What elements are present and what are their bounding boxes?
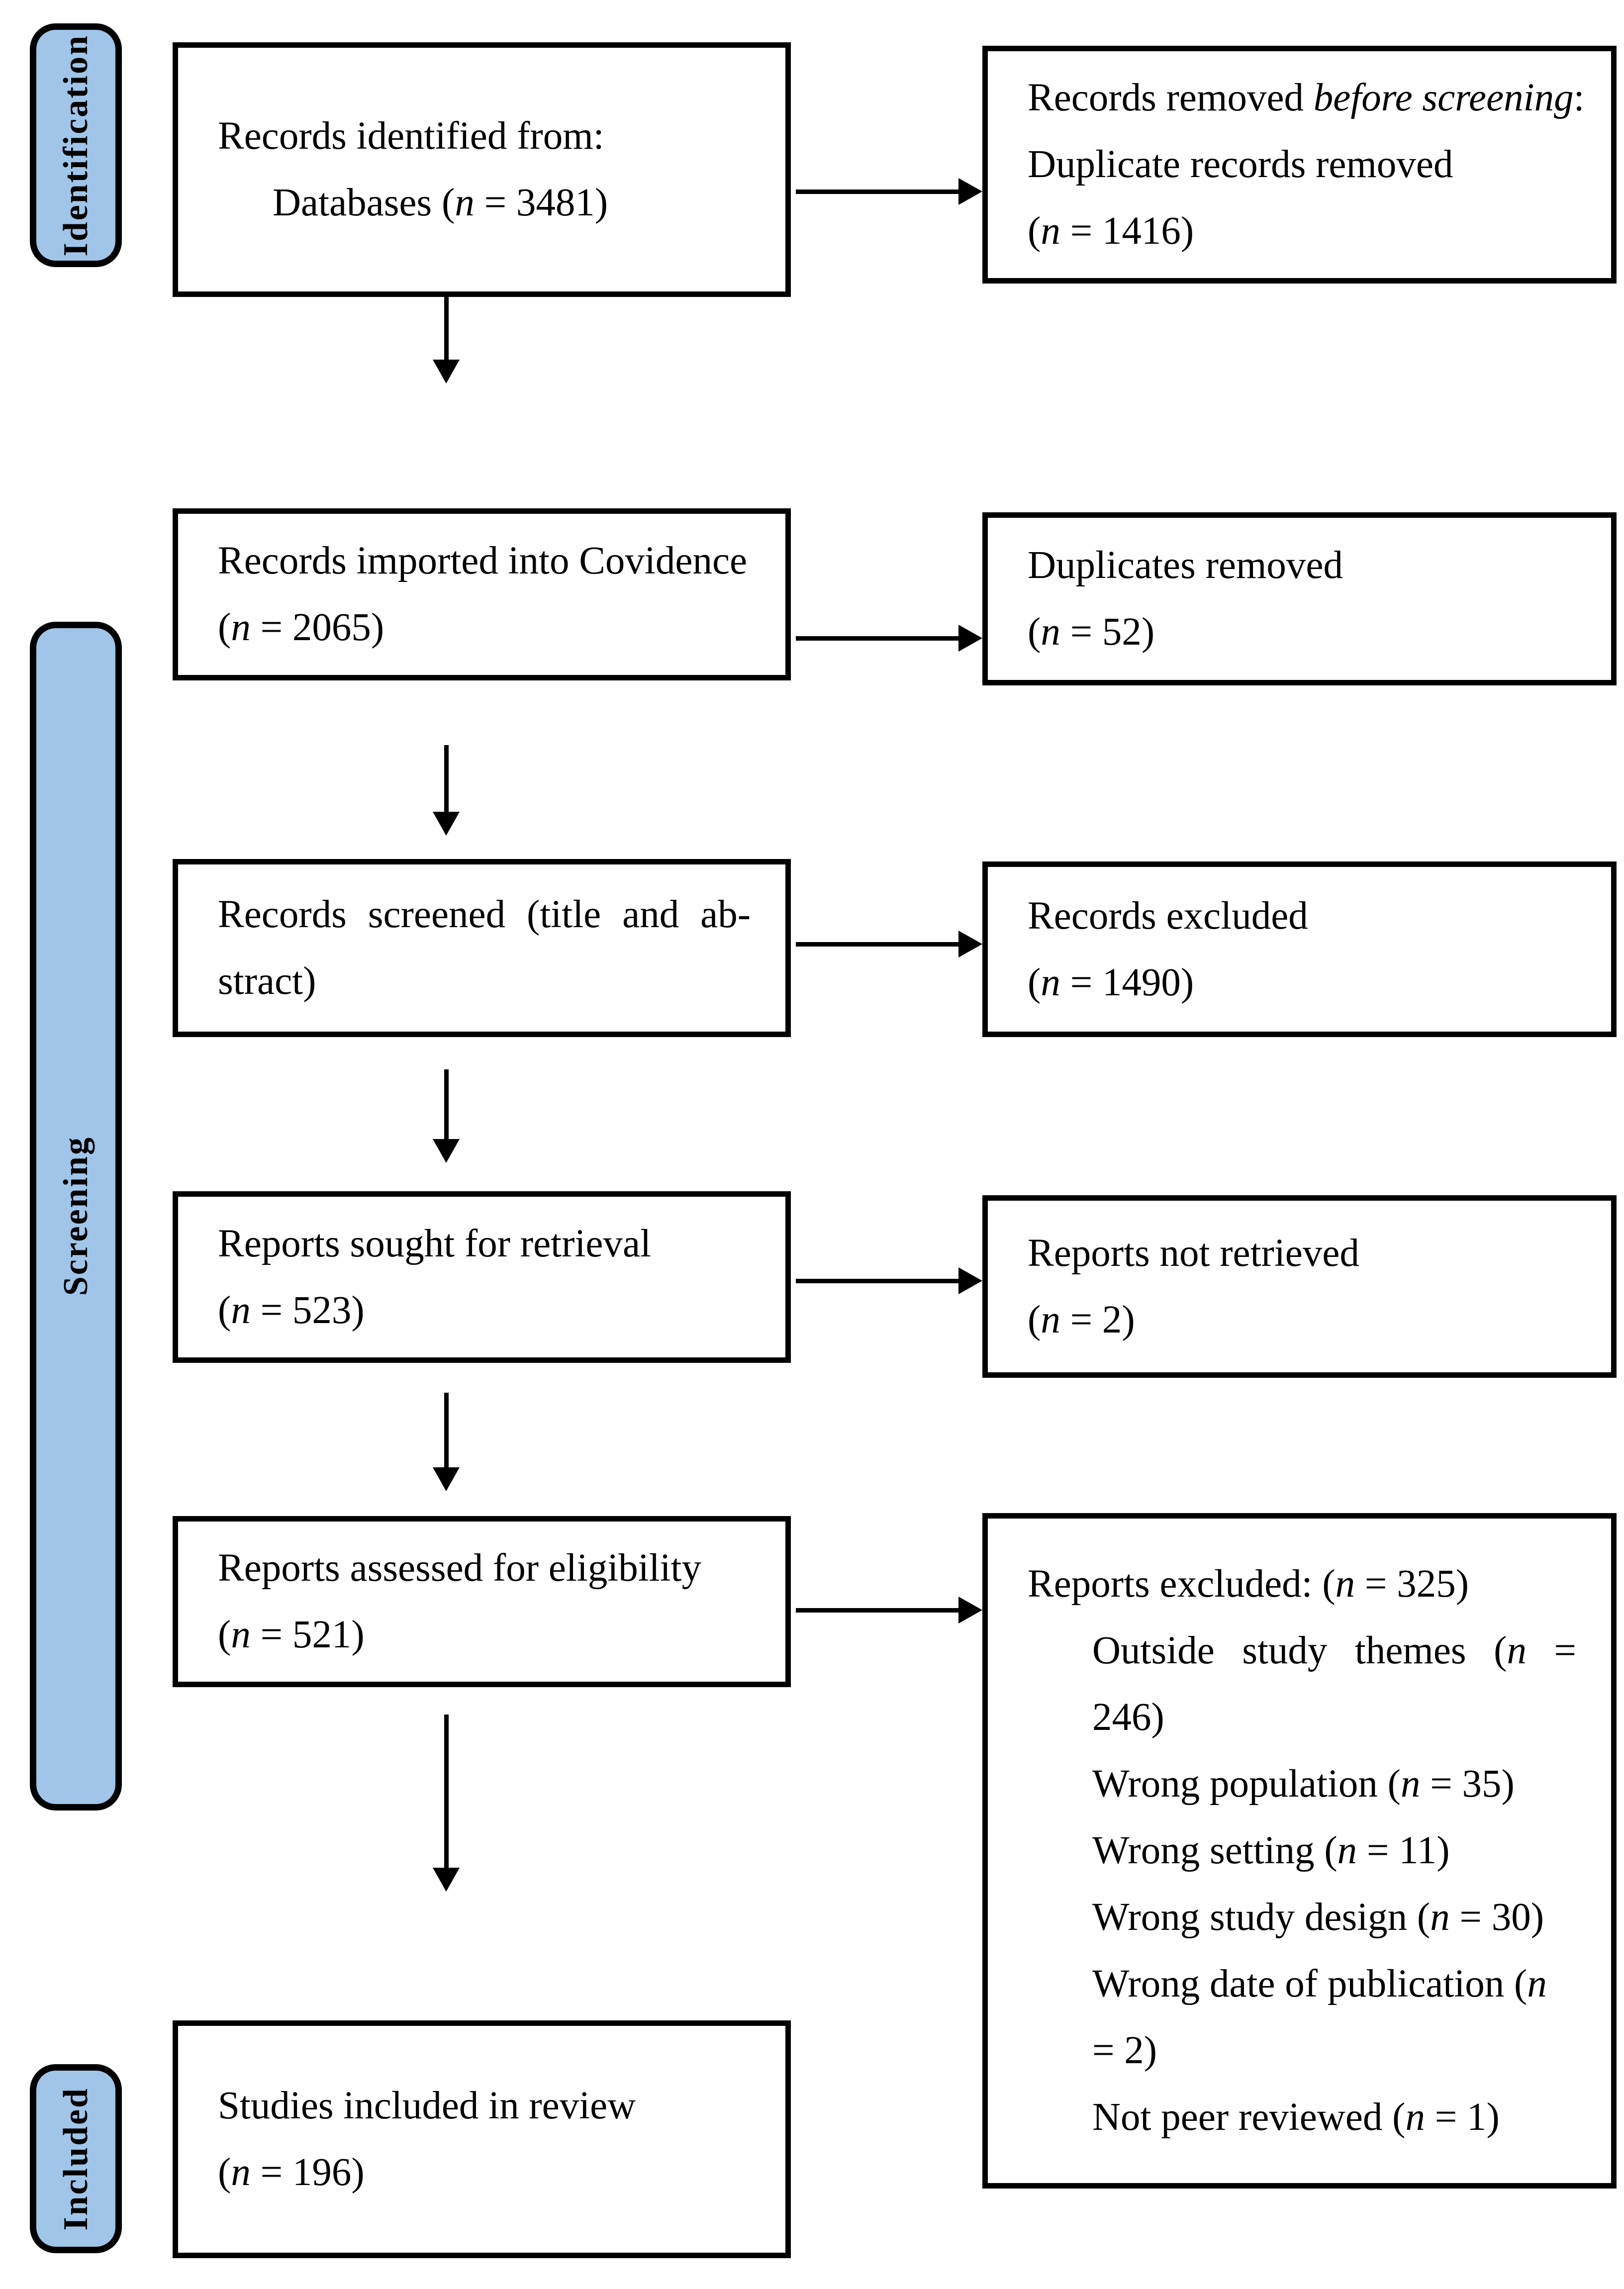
box-line: Reports not retrieved: [1028, 1231, 1359, 1275]
box-line: Records imported into Covidence: [218, 539, 748, 582]
arrow-down-4-stem: [444, 1393, 449, 1467]
box-line: Reports sought for retrieval: [218, 1222, 651, 1265]
box-records-removed-before-screening: Records removed before screening: Duplic…: [982, 46, 1617, 284]
arrow-down-5-head: [433, 1868, 460, 1892]
box-line: stract): [218, 959, 316, 1003]
arrow-right-4-head: [958, 1267, 982, 1294]
stage-label-identification: Identification: [30, 23, 122, 267]
box-line: Records removed before screening:: [1028, 76, 1585, 119]
box-records-screened: Records screened (title and ab- stract): [173, 859, 791, 1037]
arrow-right-4-stem: [796, 1279, 958, 1283]
box-line: (n = 2): [1028, 1298, 1135, 1341]
box-reports-sought: Reports sought for retrieval (n = 523): [173, 1191, 791, 1363]
box-line: Studies included in review: [218, 2084, 636, 2127]
box-line: Wrong population (n = 35): [1092, 1762, 1515, 1806]
box-line: (n = 1416): [1028, 209, 1194, 253]
arrow-down-3-head: [433, 1139, 460, 1163]
box-line: (n = 52): [1028, 610, 1155, 654]
arrow-down-2-head: [433, 812, 460, 836]
box-line: Not peer reviewed (n = 1): [1092, 2096, 1500, 2139]
box-line: Reports assessed for eligibility: [218, 1546, 701, 1590]
stage-label-included-text: Included: [56, 2087, 95, 2231]
box-reports-excluded: Reports excluded: (n = 325) Outside stud…: [982, 1513, 1617, 2189]
arrow-right-3-stem: [796, 942, 958, 947]
box-line: Records identified from:: [218, 114, 604, 158]
box-line: Wrong setting (n = 11): [1092, 1829, 1450, 1872]
box-records-identified: Records identified from: Databases (n = …: [173, 42, 791, 297]
box-line: Databases (n = 3481): [273, 181, 608, 224]
box-line: 246): [1092, 1696, 1164, 1739]
box-duplicates-removed: Duplicates removed (n = 52): [982, 512, 1617, 685]
box-studies-included: Studies included in review (n = 196): [173, 2020, 791, 2258]
stage-label-identification-text: Identification: [56, 34, 95, 257]
box-line: (n = 523): [218, 1288, 365, 1332]
box-line: Records excluded: [1028, 894, 1308, 938]
arrow-right-3-head: [958, 931, 982, 957]
arrow-down-1-head: [433, 360, 460, 383]
arrow-down-4-head: [433, 1467, 460, 1491]
box-line: Wrong study design (n = 30): [1092, 1896, 1544, 1939]
arrow-right-1-head: [958, 178, 982, 205]
arrow-down-3-stem: [444, 1069, 449, 1139]
box-reports-not-retrieved: Reports not retrieved (n = 2): [982, 1195, 1617, 1378]
box-line: (n = 196): [218, 2151, 365, 2194]
box-line: (n = 2065): [218, 606, 384, 649]
arrow-right-1-stem: [796, 190, 958, 194]
box-records-imported: Records imported into Covidence (n = 206…: [173, 508, 791, 680]
box-line: Duplicates removed: [1028, 544, 1343, 587]
box-line: Duplicate records removed: [1028, 143, 1453, 186]
box-line: Wrong date of publication (n: [1092, 1962, 1547, 2005]
stage-label-screening: Screening: [30, 622, 122, 1811]
arrow-down-1-stem: [444, 297, 449, 360]
arrow-right-5-head: [958, 1597, 982, 1623]
box-line: (n = 1490): [1028, 960, 1194, 1004]
arrow-right-2-head: [958, 625, 982, 652]
arrow-down-5-stem: [444, 1715, 449, 1868]
stage-label-included: Included: [30, 2064, 122, 2253]
box-records-excluded: Records excluded (n = 1490): [982, 861, 1617, 1037]
box-line: (n = 521): [218, 1613, 365, 1656]
box-reports-assessed: Reports assessed for eligibility (n = 52…: [173, 1516, 791, 1687]
stage-label-screening-text: Screening: [56, 1136, 95, 1296]
arrow-down-2-stem: [444, 745, 449, 812]
box-line: Reports excluded: (n = 325): [1028, 1562, 1469, 1606]
box-line: = 2): [1092, 2029, 1157, 2072]
box-line: Outside study themes (n =: [1092, 1629, 1576, 1672]
arrow-right-2-stem: [796, 636, 958, 641]
arrow-right-5-stem: [796, 1608, 958, 1613]
box-line: Records screened (title and ab-: [218, 893, 751, 936]
